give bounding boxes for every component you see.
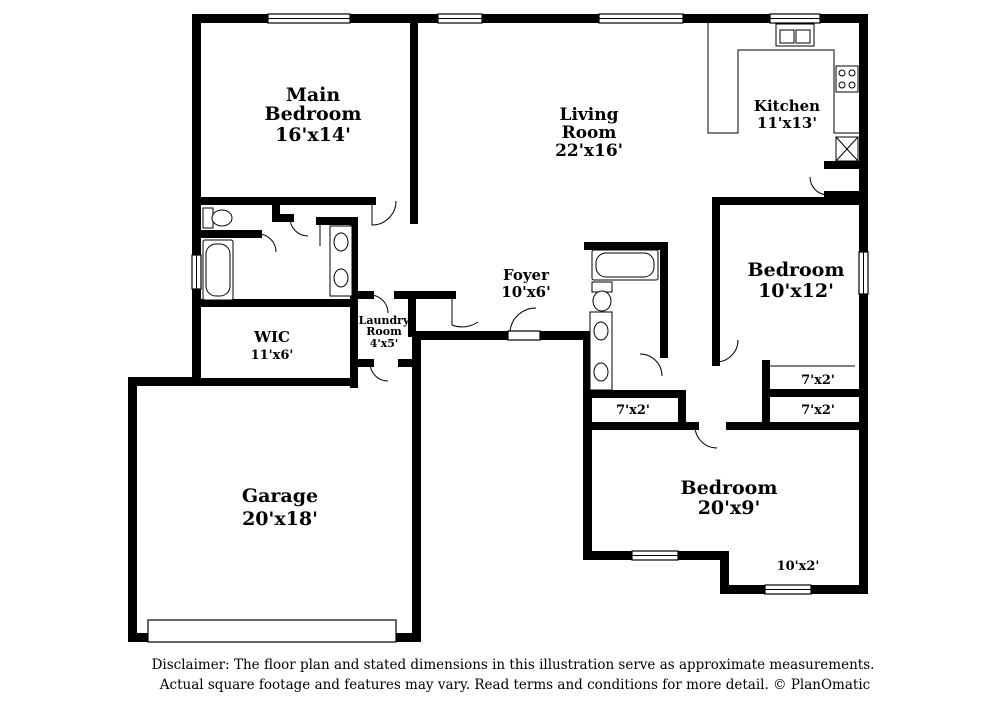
room-size: 22'x16'	[555, 141, 623, 161]
room-size: 11'x6'	[251, 348, 294, 363]
interior-walls	[196, 16, 866, 430]
door-swings	[257, 176, 829, 449]
room-size: 20'x9'	[698, 497, 761, 519]
bedroom-right-label: Bedroom 10'x12'	[748, 259, 845, 302]
closet-bottom-size: 10'x2'	[777, 559, 820, 574]
room-name: Bedroom	[681, 477, 778, 499]
room-name: Living	[560, 105, 619, 125]
room-name: WIC	[253, 328, 290, 346]
disclaimer-line-1: Disclaimer: The floor plan and stated di…	[152, 657, 875, 673]
disclaimer-line-2: Actual square footage and features may v…	[159, 677, 870, 693]
foyer-label: Foyer 10'x6'	[501, 266, 550, 301]
room-name: Room	[366, 325, 402, 338]
closet-right-lower-size: 7'x2'	[801, 403, 835, 418]
wic-label: WIC 11'x6'	[251, 328, 294, 363]
bath-fixtures	[202, 207, 659, 391]
room-name: Laundry	[359, 314, 410, 327]
room-size: 16'x14'	[275, 124, 351, 146]
room-size: 10'x6'	[501, 283, 550, 301]
disclaimer: Disclaimer: The floor plan and stated di…	[152, 657, 875, 693]
room-name: Main	[286, 84, 341, 106]
room-name: Kitchen	[754, 97, 820, 115]
room-size: 4'x5'	[370, 337, 399, 350]
room-name: Foyer	[503, 266, 550, 284]
room-name: Bedroom	[265, 103, 362, 125]
room-name: Garage	[242, 485, 318, 507]
stove-icon	[835, 65, 859, 93]
bedroom-bottom-label: Bedroom 20'x9'	[681, 477, 778, 519]
main-bedroom-label: Main Bedroom 16'x14'	[265, 84, 362, 146]
room-size: 11'x13'	[757, 114, 817, 132]
room-name: Room	[562, 123, 617, 143]
kitchen-fixtures	[707, 23, 859, 162]
windows	[147, 13, 869, 643]
laundry-room-label: Laundry Room 4'x5'	[359, 314, 410, 350]
closet-rods	[236, 305, 855, 429]
room-name: Bedroom	[748, 259, 845, 281]
closet-left-size: 7'x2'	[616, 403, 650, 418]
living-room-label: Living Room 22'x16'	[555, 105, 623, 161]
garage-label: Garage 20'x18'	[242, 485, 318, 530]
room-size: 10'x12'	[758, 280, 834, 302]
kitchen-label: Kitchen 11'x13'	[754, 97, 820, 132]
closet-right-upper-size: 7'x2'	[801, 373, 835, 388]
room-size: 20'x18'	[242, 508, 318, 530]
